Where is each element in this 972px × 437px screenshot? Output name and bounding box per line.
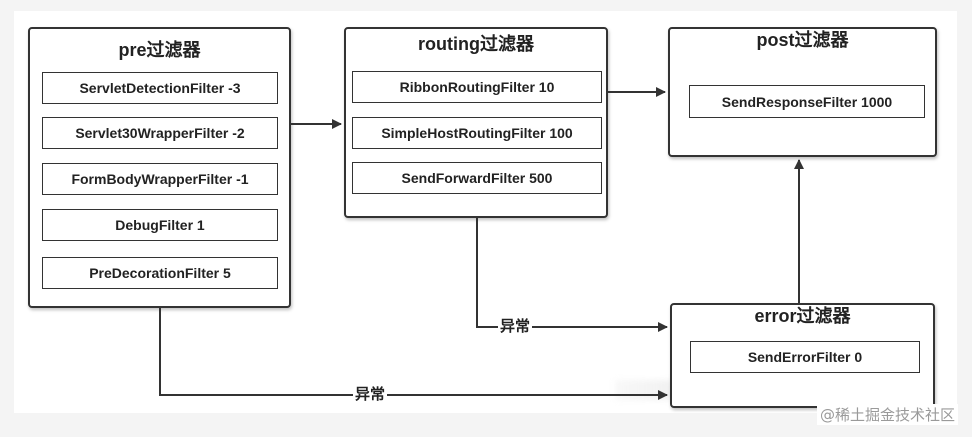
routing-filter-group: routing过滤器 RibbonRoutingFilter 10 Simple… <box>344 27 608 218</box>
filter-servlet-detection: ServletDetectionFilter -3 <box>42 72 278 104</box>
error-filter-group: error过滤器 SendErrorFilter 0 <box>670 303 935 408</box>
watermark: @稀土掘金技术社区 <box>816 404 958 425</box>
filter-pre-decoration: PreDecorationFilter 5 <box>42 257 278 289</box>
post-filter-group: post过滤器 SendResponseFilter 1000 <box>668 27 937 157</box>
edge-label-pre-exception: 异常 <box>353 386 388 404</box>
routing-group-title: routing过滤器 <box>418 34 534 54</box>
post-group-title: post过滤器 <box>756 30 849 50</box>
filter-servlet30-wrapper: Servlet30WrapperFilter -2 <box>42 117 278 149</box>
pre-group-title: pre过滤器 <box>118 40 201 60</box>
filter-ribbon-routing: RibbonRoutingFilter 10 <box>352 71 602 103</box>
filter-send-error: SendErrorFilter 0 <box>690 341 920 373</box>
pre-filter-group: pre过滤器 ServletDetectionFilter -3 Servlet… <box>28 27 291 308</box>
filter-send-forward: SendForwardFilter 500 <box>352 162 602 194</box>
filter-form-body-wrapper: FormBodyWrapperFilter -1 <box>42 163 278 195</box>
filter-send-response: SendResponseFilter 1000 <box>689 85 925 118</box>
filter-simple-host-routing: SimpleHostRoutingFilter 100 <box>352 117 602 149</box>
error-group-title: error过滤器 <box>754 306 851 326</box>
filter-debug: DebugFilter 1 <box>42 209 278 241</box>
edge-label-routing-exception: 异常 <box>498 318 533 336</box>
